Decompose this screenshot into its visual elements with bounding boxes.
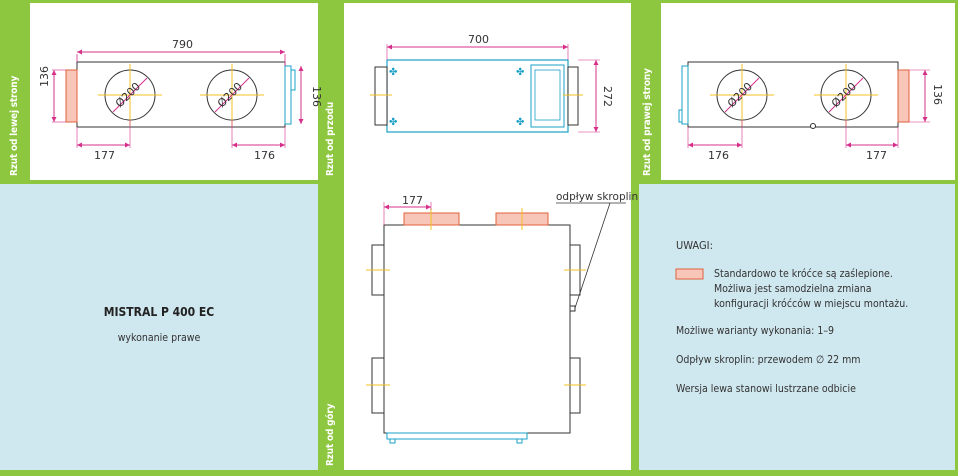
svg-text:✤: ✤ — [516, 117, 524, 128]
notes-block: UWAGI: Standardowo te króćce są zaślepio… — [676, 238, 946, 397]
left-view-offset-right: 176 — [254, 149, 275, 162]
svg-text:✤: ✤ — [389, 117, 397, 128]
right-view-drain — [810, 123, 816, 129]
right-side-view: Ø200 Ø200 136 176 177 — [678, 61, 944, 162]
green-divider-3 — [631, 183, 639, 473]
left-view-stub-cyan-2 — [290, 69, 296, 91]
left-side-view: Ø200 Ø200 790 136 136 177 176 — [38, 38, 323, 162]
green-bar-left — [0, 3, 30, 183]
top-view: 177 odpływ skroplin — [366, 191, 638, 444]
front-view: ✤ ✤ ✤ ✤ 700 272 — [370, 33, 614, 133]
notes-panel — [637, 183, 955, 470]
notes-heading: UWAGI: — [676, 239, 713, 252]
left-view-height-left: 136 — [38, 66, 51, 87]
green-bottom-border — [0, 470, 958, 476]
green-mid-border — [0, 180, 318, 184]
svg-text:✤: ✤ — [389, 67, 397, 78]
front-view-filter-inner — [534, 69, 561, 121]
left-view-width: 790 — [172, 38, 193, 51]
right-view-stub-pink — [897, 69, 910, 123]
green-bar-right-edge — [955, 3, 958, 473]
fan-icon: ✤ ✤ ✤ ✤ — [389, 67, 524, 128]
legend-swatch — [675, 268, 704, 280]
left-view-stub-pink — [65, 69, 78, 123]
right-view-height: 136 — [931, 84, 944, 105]
green-mid-border-right — [637, 180, 958, 184]
info-panel — [0, 183, 318, 470]
condensate-label: odpływ skroplin — [556, 191, 638, 203]
green-top-border — [0, 0, 958, 3]
notes-legend-line2: Możliwa jest samodzielna zmiana — [714, 283, 872, 295]
notes-legend-line3: konfiguracji króćców w miejscu montażu. — [714, 298, 909, 310]
green-divider-1 — [318, 3, 344, 473]
top-view-offset: 177 — [402, 194, 423, 207]
top-view-body — [383, 224, 571, 434]
left-view-stub-cyan — [284, 65, 292, 125]
front-view-width: 700 — [468, 33, 489, 46]
front-view-height: 272 — [601, 86, 614, 107]
svg-text:✤: ✤ — [516, 67, 524, 78]
green-divider-2 — [631, 3, 661, 183]
product-name: MISTRAL P 400 EC — [103, 305, 215, 319]
right-view-offset-right: 177 — [866, 149, 887, 162]
right-view-stub-cyan — [681, 65, 689, 125]
notes-legend-line1: Standardowo te króćce są zaślepione. — [714, 268, 893, 280]
notes-mirror: Wersja lewa stanowi lustrzane odbicie — [676, 383, 856, 395]
notes-drain: Odpływ skroplin: przewodem ∅ 22 mm — [676, 354, 861, 366]
left-view-offset-left: 177 — [94, 149, 115, 162]
product-variant: wykonanie prawe — [117, 332, 201, 344]
left-view-height-right: 136 — [310, 86, 323, 107]
right-view-offset-left: 176 — [708, 149, 729, 162]
notes-variants: Możliwe warianty wykonania: 1–9 — [676, 325, 835, 337]
